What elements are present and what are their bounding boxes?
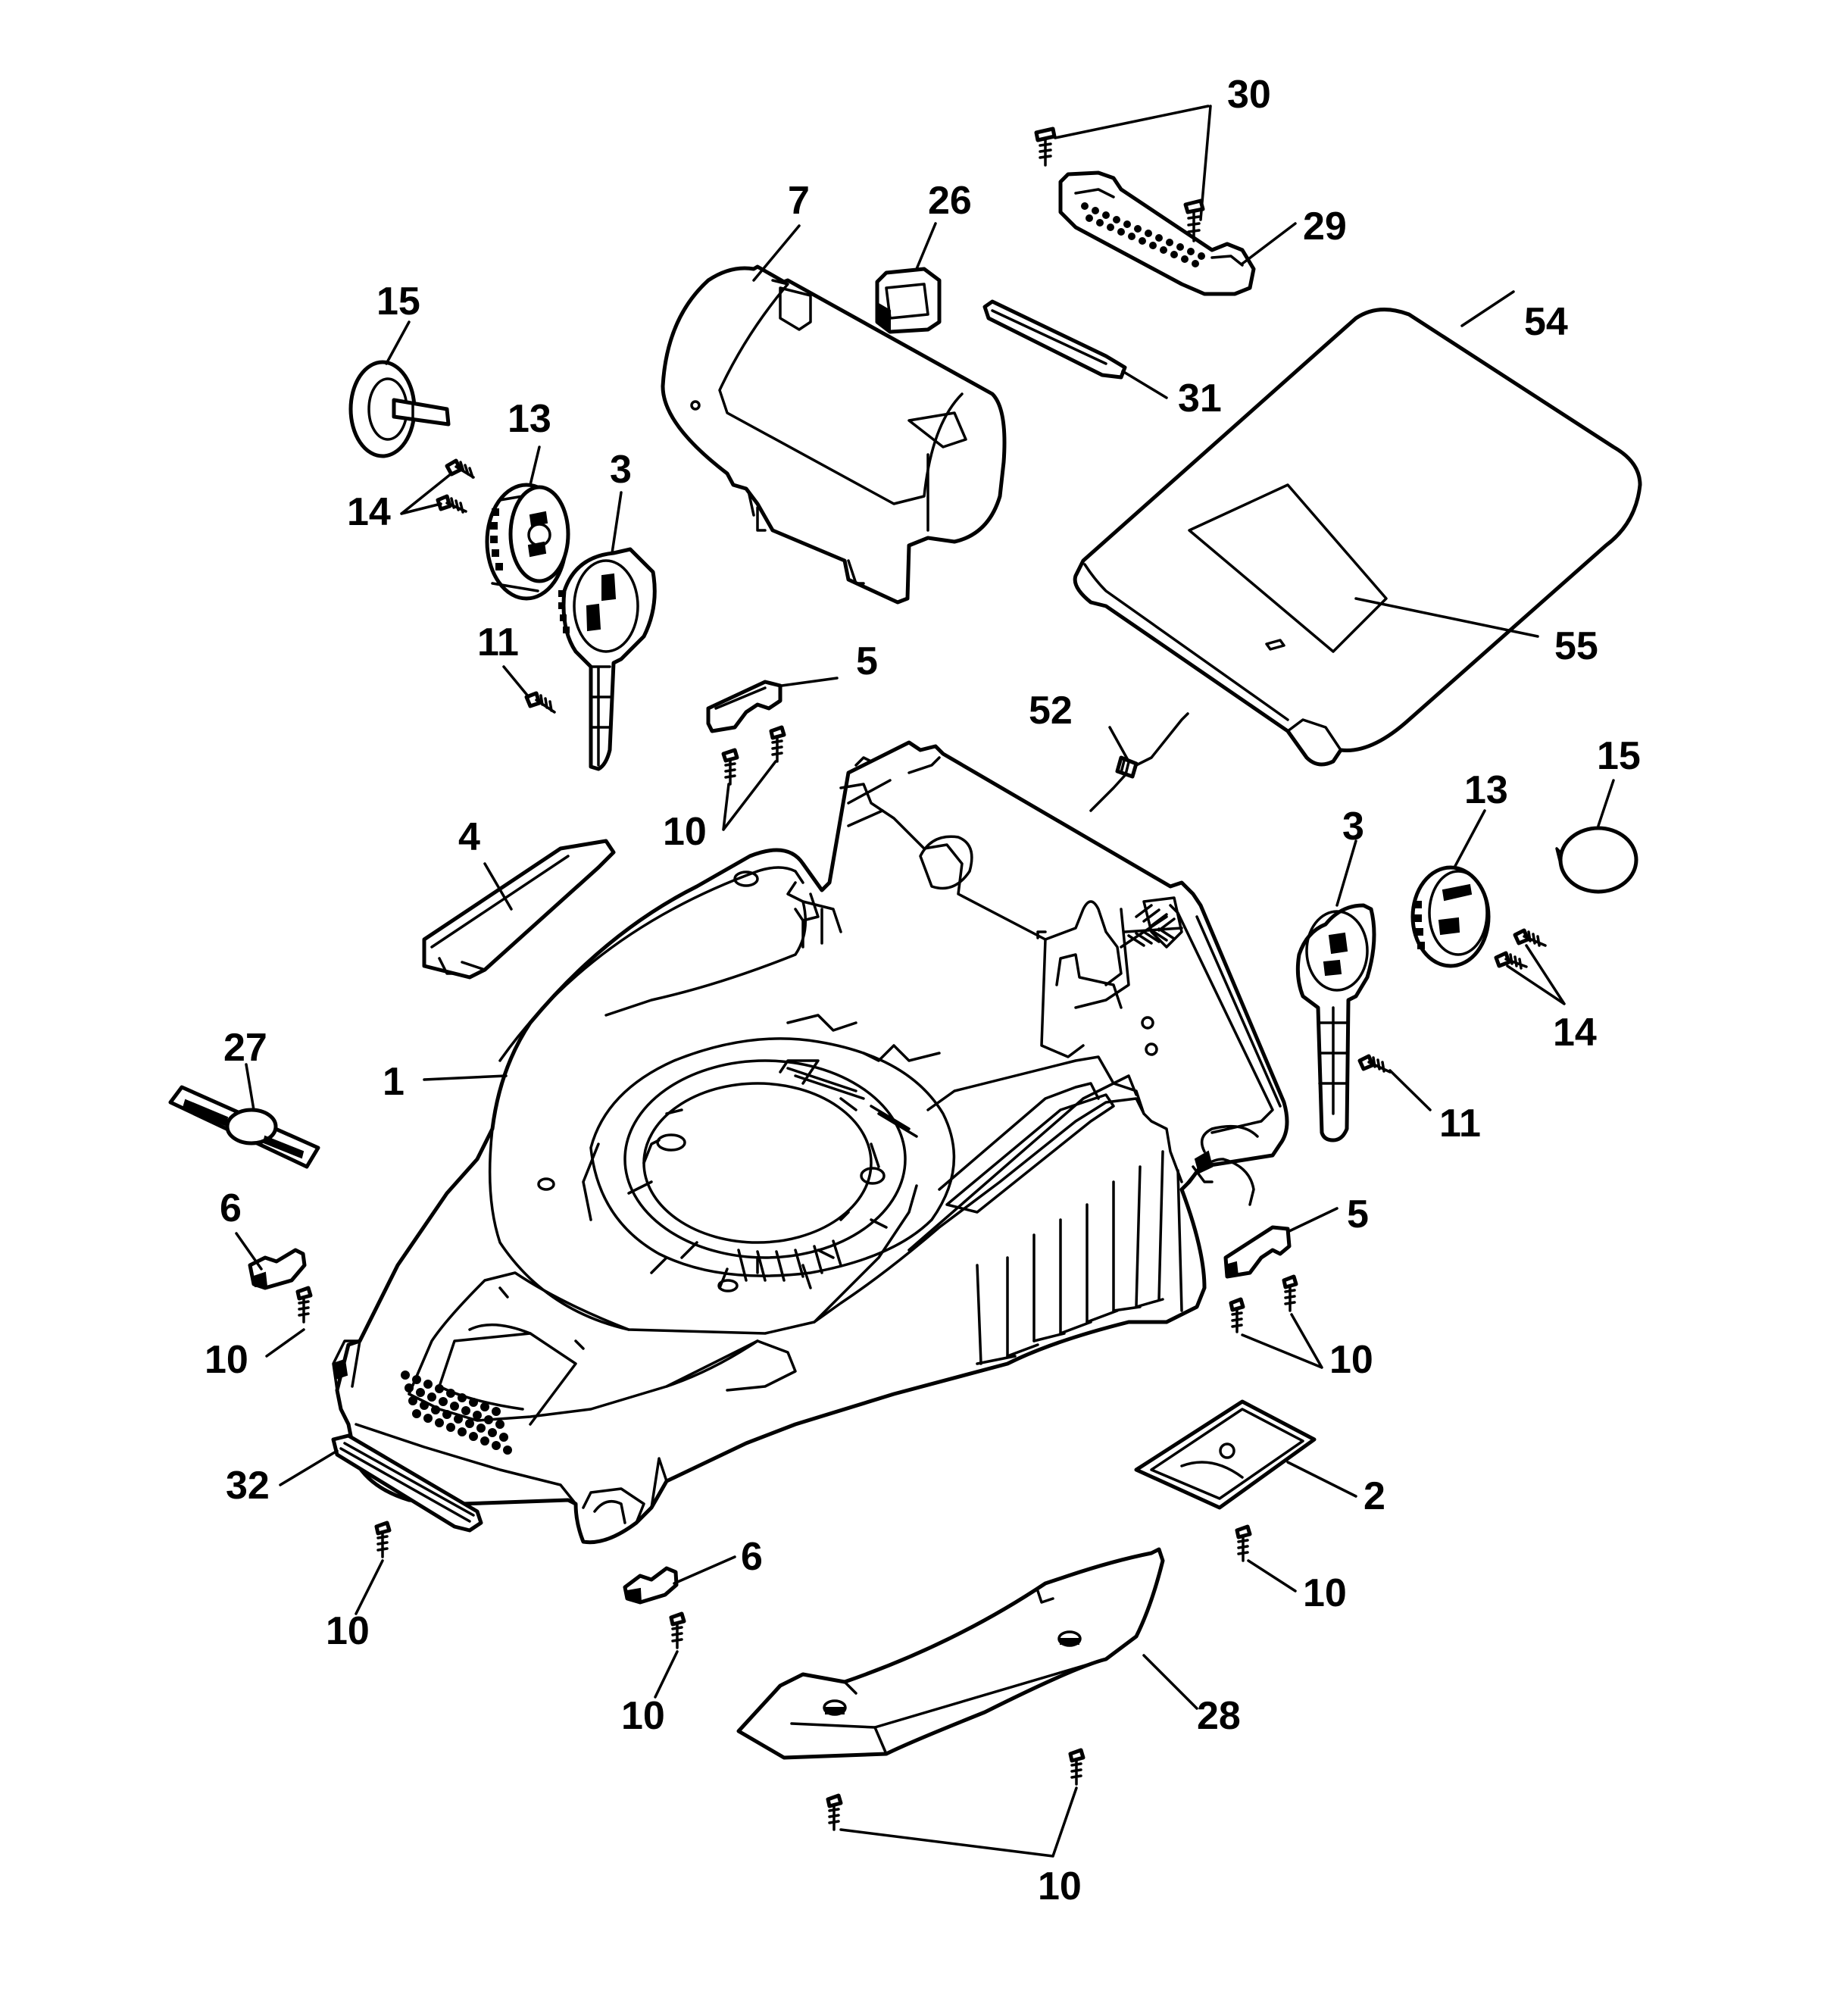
- callout-3-left: 3: [610, 448, 632, 492]
- callout-1: 1: [383, 1060, 405, 1104]
- callout-10-b: 10: [205, 1338, 248, 1382]
- part-bracket-5-lower: [1223, 1225, 1292, 1279]
- part-front-strip: [331, 1433, 483, 1533]
- part-screw-11-right: [1357, 1054, 1392, 1074]
- callout-14-left: 14: [347, 490, 391, 534]
- part-height-lever-left: [558, 547, 657, 771]
- callout-10-g: 10: [1038, 1864, 1082, 1908]
- callout-6-upper: 6: [220, 1186, 242, 1230]
- part-wheel-cap-left: [348, 360, 451, 458]
- part-rear-chassis-cover: [661, 264, 1007, 605]
- part-clip-26: [875, 267, 942, 334]
- part-grip-strip: [982, 299, 1127, 380]
- callout-30: 30: [1227, 73, 1271, 117]
- part-plate: [1134, 1399, 1317, 1510]
- part-clip-6-upper: [248, 1248, 307, 1290]
- callout-14-right: 14: [1553, 1011, 1597, 1055]
- part-badge: [168, 1085, 320, 1169]
- callout-10-c: 10: [1329, 1338, 1373, 1382]
- callout-55: 55: [1554, 624, 1598, 668]
- part-spring: [1089, 712, 1189, 812]
- callout-29: 29: [1303, 205, 1347, 248]
- part-screws-30: [1034, 127, 1205, 242]
- callout-7: 7: [788, 179, 810, 223]
- callout-11-right: 11: [1439, 1102, 1481, 1146]
- part-gear-wheel-left: [485, 483, 570, 601]
- callout-15-left: 15: [376, 280, 420, 323]
- callout-10-d: 10: [326, 1609, 370, 1653]
- callout-10-f: 10: [621, 1694, 665, 1738]
- part-screws-14-left: [436, 458, 475, 514]
- callout-11-left: 11: [477, 620, 519, 664]
- part-bracket-5-upper: [706, 680, 782, 733]
- callout-54: 54: [1524, 300, 1568, 344]
- part-screw-11-left: [524, 691, 556, 714]
- callout-28: 28: [1197, 1694, 1241, 1738]
- callout-32: 32: [226, 1464, 270, 1508]
- callout-13-left: 13: [508, 397, 551, 441]
- callout-6-lower: 6: [741, 1535, 763, 1579]
- callout-10-e: 10: [1303, 1571, 1347, 1615]
- callout-13-right: 13: [1464, 768, 1508, 812]
- callout-5-lower: 5: [1347, 1192, 1369, 1236]
- callout-27: 27: [223, 1026, 267, 1070]
- part-wheel-cap-right: [1555, 826, 1638, 894]
- part-handle-grip: [1058, 170, 1256, 296]
- part-handle-strip: [422, 839, 616, 980]
- callout-5-upper: 5: [856, 639, 878, 683]
- part-height-lever-right: [1295, 903, 1376, 1142]
- callout-52: 52: [1029, 689, 1073, 733]
- callout-10-a: 10: [663, 810, 707, 854]
- part-screws-14-right: [1494, 928, 1547, 970]
- part-grass-box-lid: [1073, 308, 1642, 767]
- part-rear-flap: [736, 1547, 1165, 1760]
- callout-15-right: 15: [1597, 734, 1641, 778]
- callout-4: 4: [458, 815, 480, 859]
- callout-31: 31: [1178, 377, 1222, 420]
- callout-labels: 30 7 26 29 15 54 31 13 3 14 11 5 55 52 1…: [205, 73, 1641, 1908]
- part-gear-wheel-right: [1410, 865, 1491, 968]
- callout-2: 2: [1364, 1474, 1385, 1518]
- part-clip-6-lower: [623, 1566, 679, 1605]
- part-screws-10: [295, 725, 1298, 1831]
- part-main-deck: [332, 740, 1289, 1545]
- leader-lines: [235, 105, 1615, 1858]
- callout-26: 26: [928, 179, 972, 223]
- callout-3-right: 3: [1342, 805, 1364, 849]
